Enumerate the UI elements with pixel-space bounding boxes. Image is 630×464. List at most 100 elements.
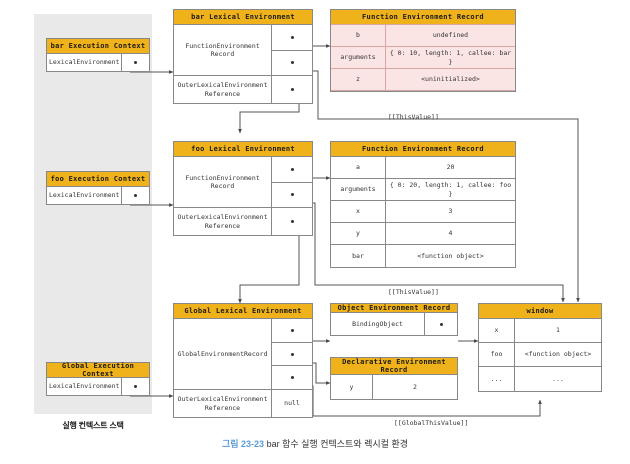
global-env-record-slot-2 xyxy=(272,343,312,367)
global-execution-context-row[interactable]: LexicalEnvironment xyxy=(47,378,149,395)
bar-function-environment-record[interactable]: Function Environment Record b undefined … xyxy=(330,9,516,92)
window-body: x 1 foo <function object> ... ... xyxy=(479,319,601,391)
bar-env-record-slot-2 xyxy=(272,51,312,76)
declarative-environment-record-title: Declarative Environment Record xyxy=(331,358,457,375)
bar-fer-key-b: b xyxy=(331,25,386,46)
table-row: ... ... xyxy=(479,367,601,391)
binding-object-label: BindingObject xyxy=(331,313,425,335)
execution-context-stack-caption: 실행 컨텍스트 스택 xyxy=(62,421,124,430)
figure-number: 그림 23-23 xyxy=(221,439,265,449)
table-row: y 4 xyxy=(331,223,515,245)
bar-env-record-slot-1 xyxy=(272,25,312,51)
der-key-y: y xyxy=(331,375,373,399)
bar-function-environment-record-title: Function Environment Record xyxy=(331,10,515,25)
window-value-ellipsis: ... xyxy=(552,374,564,383)
global-lexical-environment[interactable]: Global Lexical Environment GlobalEnviron… xyxy=(173,303,313,418)
der-value-y: 2 xyxy=(413,382,417,391)
window-value-foo: <function object> xyxy=(524,350,592,359)
foo-fer-key-a: a xyxy=(331,157,386,178)
object-environment-record-title: Object Environment Record xyxy=(331,304,457,313)
pointer-dot-icon xyxy=(439,322,443,326)
global-lexical-environment-pointer xyxy=(122,378,149,395)
window-object[interactable]: window x 1 foo <function object> ... ... xyxy=(478,303,602,392)
pointer-dot-icon xyxy=(290,328,294,332)
pointer-dot-icon xyxy=(134,385,138,388)
bar-lexical-environment-pointer xyxy=(122,54,149,71)
foo-function-environment-record[interactable]: Function Environment Record a 20 argumen… xyxy=(330,141,516,268)
bar-execution-context-title: bar Execution Context xyxy=(47,39,149,54)
figure-caption: 그림 23-23 bar 함수 실행 컨텍스트와 렉시컬 환경 xyxy=(0,437,630,450)
window-key-foo: foo xyxy=(479,343,515,366)
window-key-ellipsis: ... xyxy=(479,367,515,391)
foo-fer-body: a 20 arguments { 0: 20, length: 1, calle… xyxy=(331,157,515,267)
figure-caption-text: bar 함수 실행 컨텍스트와 렉시컬 환경 xyxy=(266,439,409,449)
bar-fer-key-arguments: arguments xyxy=(331,47,386,68)
bar-fer-value-arguments: { 0: 10, length: 1, callee: bar } xyxy=(389,49,512,66)
global-outer-lexical-environment-reference-value: null xyxy=(284,399,300,408)
foo-fer-key-arguments: arguments xyxy=(331,179,386,200)
bar-execution-context[interactable]: bar Execution Context LexicalEnvironment xyxy=(46,38,150,72)
global-execution-context-title: Global Execution Context xyxy=(47,362,149,378)
foo-lexical-environment-title: foo Lexical Environment xyxy=(174,142,312,157)
global-environment-record-label: GlobalEnvironmentRecord xyxy=(174,319,272,389)
global-env-record-slot-3 xyxy=(272,366,312,389)
foo-lexical-environment-pointer xyxy=(122,187,149,204)
foo-execution-context-row[interactable]: LexicalEnvironment xyxy=(47,187,149,204)
bar-lexical-environment[interactable]: bar Lexical Environment FunctionEnvironm… xyxy=(173,9,313,104)
foo-fer-key-bar: bar xyxy=(331,245,386,267)
table-row: foo <function object> xyxy=(479,343,601,367)
foo-execution-context[interactable]: foo Execution Context LexicalEnvironment xyxy=(46,171,150,205)
global-lexical-environment-label: LexicalEnvironment xyxy=(47,378,123,395)
table-row: x 3 xyxy=(331,201,515,223)
object-environment-record[interactable]: Object Environment Record BindingObject xyxy=(330,303,458,336)
pointer-dot-icon xyxy=(290,352,294,356)
table-row: b undefined xyxy=(331,25,515,47)
bar-fer-value-b: undefined xyxy=(432,31,469,40)
foo-fer-key-y: y xyxy=(331,223,386,244)
foo-env-record-slot-1 xyxy=(272,157,312,183)
bar-fer-body: b undefined arguments { 0: 10, length: 1… xyxy=(331,25,515,91)
foo-function-environment-record-title: Function Environment Record xyxy=(331,142,515,157)
pointer-dot-icon xyxy=(290,35,294,39)
window-object-title: window xyxy=(479,304,601,319)
this-value-annotation-bar: [[ThisValue]] xyxy=(388,113,439,121)
table-row: arguments { 0: 20, length: 1, callee: fo… xyxy=(331,179,515,201)
table-row: z <uninitialized> xyxy=(331,69,515,91)
global-execution-context[interactable]: Global Execution Context LexicalEnvironm… xyxy=(46,362,150,396)
bar-outer-lexical-environment-reference-pointer xyxy=(272,76,312,103)
pointer-dot-icon xyxy=(290,88,294,91)
binding-object-pointer xyxy=(425,313,457,335)
bar-fer-key-z: z xyxy=(331,69,386,90)
pointer-dot-icon xyxy=(290,193,294,197)
declarative-environment-record[interactable]: Declarative Environment Record y 2 xyxy=(330,357,458,400)
window-key-x: x xyxy=(479,319,515,342)
foo-execution-context-title: foo Execution Context xyxy=(47,172,149,187)
table-row: bar <function object> xyxy=(331,245,515,267)
foo-lexical-environment[interactable]: foo Lexical Environment FunctionEnvironm… xyxy=(173,141,313,236)
bar-execution-context-row[interactable]: LexicalEnvironment xyxy=(47,54,149,71)
table-row: x 1 xyxy=(479,319,601,343)
foo-fer-value-a: 20 xyxy=(446,163,455,172)
foo-fer-key-x: x xyxy=(331,201,386,222)
foo-fer-value-bar: <function object> xyxy=(417,251,484,260)
foo-lexical-environment-label: LexicalEnvironment xyxy=(47,187,123,204)
pointer-dot-icon xyxy=(290,376,294,380)
pointer-dot-icon xyxy=(134,61,138,64)
window-value-x: 1 xyxy=(556,326,560,335)
table-row: y 2 xyxy=(331,375,457,399)
table-row: arguments { 0: 10, length: 1, callee: ba… xyxy=(331,47,515,69)
foo-outer-lexical-environment-reference-pointer xyxy=(272,208,312,235)
this-value-annotation-foo: [[ThisValue]] xyxy=(388,288,439,296)
pointer-dot-icon xyxy=(134,194,138,197)
global-this-value-annotation: [[GlobalThisValue]] xyxy=(394,419,469,427)
pointer-dot-icon xyxy=(290,61,294,65)
table-row: BindingObject xyxy=(331,313,457,335)
foo-fer-value-arguments: { 0: 20, length: 1, callee: foo } xyxy=(389,181,512,198)
bar-lexical-environment-label: LexicalEnvironment xyxy=(47,54,123,71)
